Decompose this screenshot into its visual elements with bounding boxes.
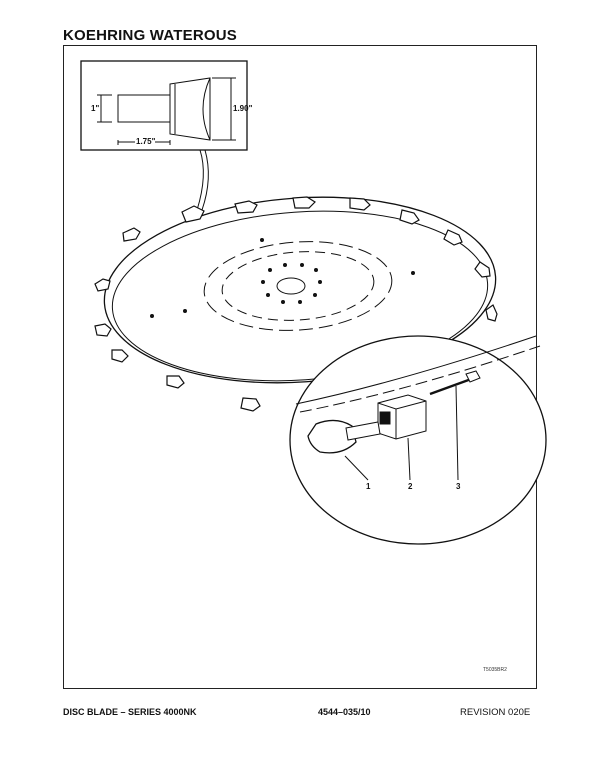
callout-1: 1 <box>366 482 371 491</box>
tooth-profile-drawing <box>97 77 236 145</box>
drawing-number: T5035BR2 <box>483 667 507 673</box>
footer-part-number: 4544–035/10 <box>318 707 371 717</box>
magnified-detail-circle <box>289 335 547 545</box>
dim-height-large: 1.90" <box>233 104 253 113</box>
tooth-detail-inset <box>80 60 248 151</box>
footer-part-name: DISC BLADE – SERIES 4000NK <box>63 707 197 717</box>
footer-revision: REVISION 020E <box>460 707 531 718</box>
inset-leader-line <box>196 149 204 211</box>
dim-length: 1.75" <box>136 137 156 146</box>
disc-teeth <box>94 196 498 412</box>
callout-2: 2 <box>408 482 413 491</box>
callout-3: 3 <box>456 482 461 491</box>
dim-height-small: 1" <box>91 104 100 113</box>
document-title: KOEHRING WATEROUS <box>63 27 237 44</box>
illustration-frame <box>63 45 537 689</box>
